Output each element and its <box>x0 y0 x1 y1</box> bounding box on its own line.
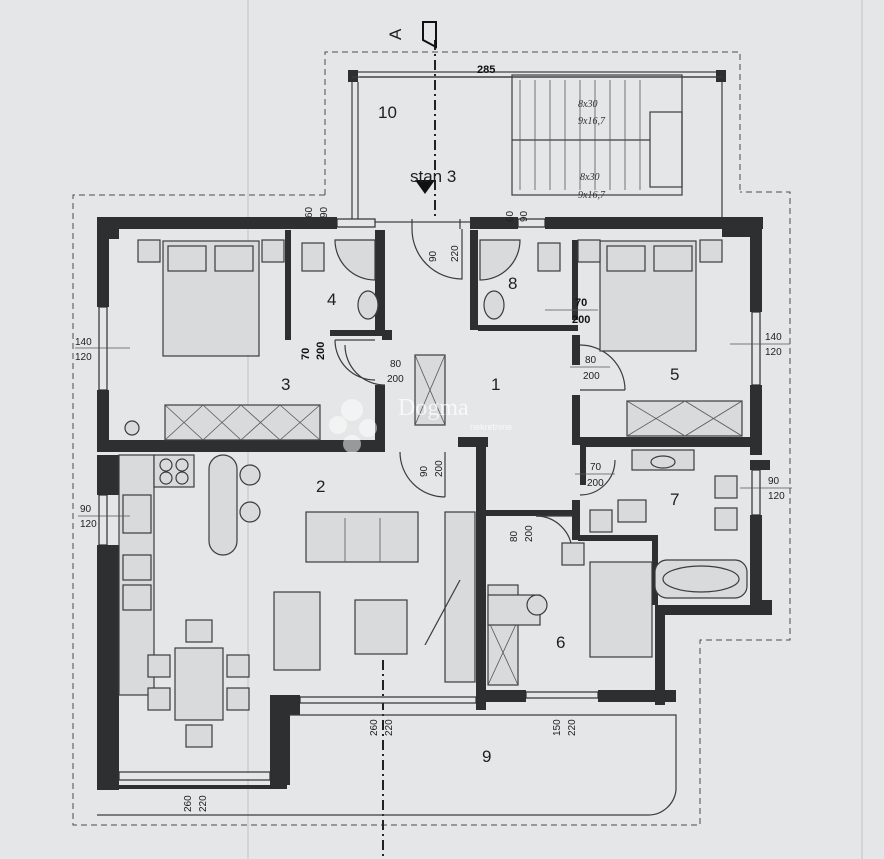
dining-glass-width: 260 <box>183 795 194 812</box>
entry-door-height: 220 <box>450 245 461 262</box>
bar-stool <box>239 464 261 486</box>
kitchen-island <box>208 454 238 556</box>
wc-left-window-width: 60 <box>304 206 315 218</box>
section-line-a <box>382 21 437 859</box>
door-4-height: 200 <box>315 342 327 360</box>
kitchen-window-width: 90 <box>80 504 92 515</box>
room-4-label: 4 <box>327 290 336 309</box>
stair-width-dim: 285 <box>477 64 495 76</box>
room-7-label: 7 <box>670 490 679 509</box>
room6-glass-height: 220 <box>567 719 578 736</box>
stair-flight-1-risers: 9x16,7 <box>578 116 606 127</box>
coffee-table <box>354 599 408 655</box>
room-2-label: 2 <box>316 477 325 496</box>
bathroom-4-fixtures <box>301 239 379 320</box>
room-9-label: 9 <box>482 747 491 766</box>
room-8-label: 8 <box>508 274 517 293</box>
stair-flight-2-risers: 9x16,7 <box>578 190 606 201</box>
terrace-outline <box>72 51 791 826</box>
door-6-height: 200 <box>524 525 535 542</box>
door-5-height: 200 <box>583 371 600 382</box>
bathroom-8-fixtures <box>479 239 561 320</box>
door-2-height: 200 <box>434 460 445 477</box>
bath7-window-width: 90 <box>768 476 780 487</box>
bar-stool <box>239 501 261 523</box>
tv-screen <box>424 579 461 646</box>
bathroom-7-fixtures <box>589 449 748 599</box>
stair <box>511 74 683 196</box>
dining-glass-height: 220 <box>198 795 209 812</box>
wc-right-window-width: 60 <box>505 210 516 222</box>
door-8-width: 70 <box>575 297 587 309</box>
living-glass-height: 220 <box>384 719 395 736</box>
room-3-label: 3 <box>281 375 290 394</box>
armchair <box>273 591 321 671</box>
door-4-width: 70 <box>300 348 312 360</box>
door-5-width: 80 <box>585 355 597 366</box>
hall-cabinet-cross <box>414 354 446 426</box>
wc-left-window-height: 90 <box>319 206 330 218</box>
room3-window-width: 140 <box>75 337 92 348</box>
kitchen-window-height: 120 <box>80 519 97 530</box>
windows <box>98 218 761 781</box>
room-10-label: 10 <box>378 103 397 122</box>
dining-set <box>147 619 250 748</box>
door-7-width: 70 <box>590 462 602 473</box>
bath7-window-height: 120 <box>768 491 785 502</box>
sofa <box>305 511 419 563</box>
room-6-furniture <box>487 542 653 686</box>
stair-flight-1-steps: 8x30 <box>578 99 597 110</box>
chimney-3 <box>124 420 140 436</box>
entry-door-width: 90 <box>428 250 439 262</box>
wardrobe-3 <box>164 404 321 441</box>
watermark-sub: nekretnine <box>470 422 512 432</box>
dimension-labels: 90 220 60 90 60 90 140 120 140 120 90 12… <box>75 206 792 812</box>
wardrobe-5 <box>626 400 743 437</box>
door-3-width: 80 <box>390 359 402 370</box>
door-6-width: 80 <box>509 530 520 542</box>
stair-flight-2-steps: 8x30 <box>580 172 599 183</box>
room3-window-height: 120 <box>75 352 92 363</box>
door-3-height: 200 <box>387 374 404 385</box>
door-2-width: 90 <box>419 465 430 477</box>
terrace-9-parapet <box>97 785 287 789</box>
wc-right-window-height: 90 <box>519 210 530 222</box>
room5-window-height: 120 <box>765 347 782 358</box>
double-bed-3 <box>137 239 285 357</box>
living-glass-width: 260 <box>369 719 380 736</box>
room-6-label: 6 <box>556 633 565 652</box>
terrace-9 <box>97 714 677 816</box>
watermark <box>329 399 377 453</box>
room5-window-width: 140 <box>765 332 782 343</box>
room-1-label: 1 <box>491 375 500 394</box>
section-marker: A <box>386 28 405 40</box>
room6-glass-width: 150 <box>552 719 563 736</box>
watermark-brand: Dogma <box>398 395 469 421</box>
door-7-height: 200 <box>587 478 604 489</box>
double-bed-5 <box>577 239 723 352</box>
exterior-walls <box>97 217 772 790</box>
door-8-height: 200 <box>572 314 590 326</box>
unit-label: stan 3 <box>410 167 456 186</box>
tv-unit <box>444 511 476 683</box>
room-5-label: 5 <box>670 365 679 384</box>
balcony-10 <box>348 70 726 223</box>
